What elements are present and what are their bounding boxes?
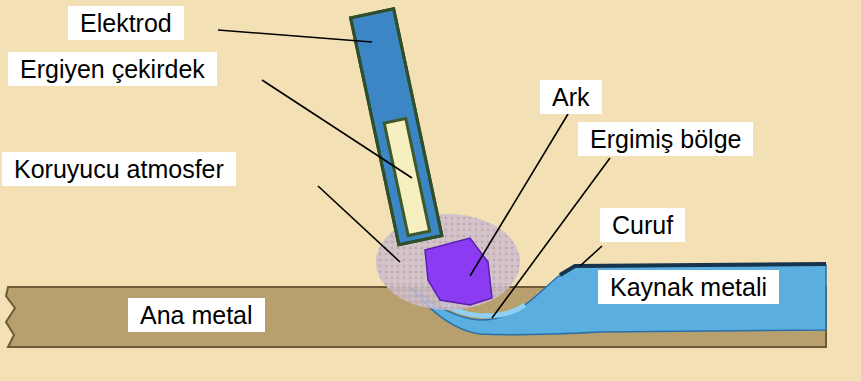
leader-line <box>492 158 610 318</box>
part-label: Ark <box>540 80 602 114</box>
part-label: Ergimiş bölge <box>578 122 753 156</box>
leader-line <box>580 246 602 266</box>
part-label: Koruyucu atmosfer <box>2 152 236 186</box>
leader-line <box>262 80 412 178</box>
leader-lines <box>218 30 610 318</box>
leader-line <box>318 186 400 262</box>
part-label: Elektrod <box>68 6 184 40</box>
arc <box>425 238 492 305</box>
electrode-core <box>384 119 429 236</box>
leader-line <box>470 114 568 276</box>
part-label: Ana metal <box>128 298 265 332</box>
electrode <box>351 9 442 245</box>
part-label: Curuf <box>600 208 685 242</box>
part-label: Ergiyen çekirdek <box>8 52 217 86</box>
electrode-coating <box>351 9 442 245</box>
part-label: Kaynak metali <box>598 270 779 304</box>
leader-line <box>218 30 372 42</box>
